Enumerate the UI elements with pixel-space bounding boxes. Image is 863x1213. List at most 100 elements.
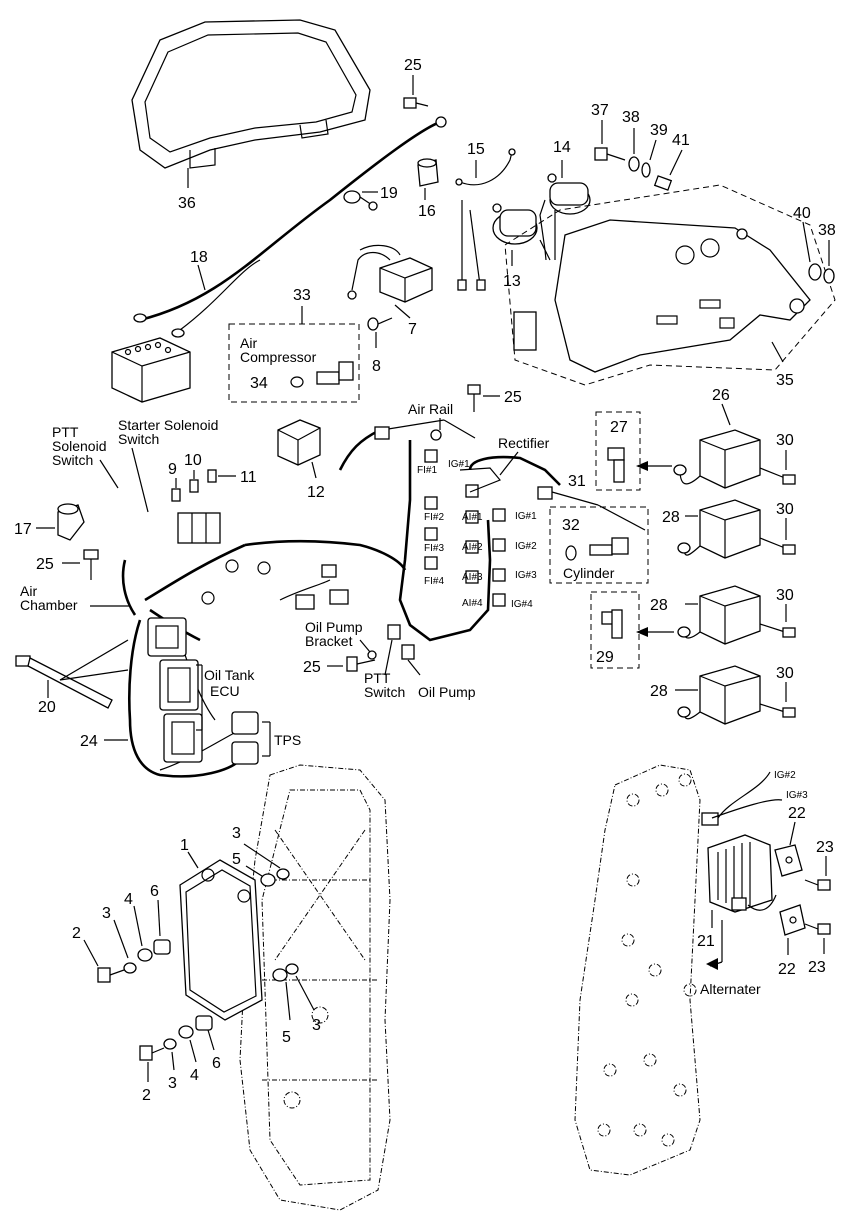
part-number-8: 8 [372,358,381,375]
bolts-30 [759,467,796,718]
label-ptt-solenoid-3: Switch [52,452,93,468]
label-starter-solenoid-2: Switch [118,431,159,447]
ignition-coil-28-a [677,499,761,559]
part-number-2-lower: 2 [142,1087,151,1104]
fitting-29 [601,609,623,639]
part-number-16: 16 [418,203,436,220]
bolt-25-air-rail [467,384,481,412]
part-number-37: 37 [591,102,609,119]
part-number-9: 9 [168,461,177,478]
ignition-coil-26 [673,429,761,489]
part-number-36: 36 [178,195,196,212]
connector-box-29 [590,591,640,669]
label-oil-pump-bracket-1: Oil Pump [305,619,363,635]
label-ptt-solenoid-2: Solenoid [52,438,107,454]
relay-7 [347,244,433,303]
part-number-5-upper: 5 [232,851,241,868]
ignition-coil-28-c [677,665,761,725]
label-air-compressor-2: Compressor [240,349,317,365]
part-number-13: 13 [503,273,521,290]
part-number-2-upper: 2 [72,925,81,942]
wire-15 [459,151,513,186]
cylinder-sensor-box [549,506,649,584]
part-number-6-upper: 6 [150,883,159,900]
part-number-30-b: 30 [776,501,794,518]
label-ai2: AI#2 [462,542,483,553]
label-tps: TPS [274,732,301,748]
label-rectifier: Rectifier [498,435,550,451]
connector-box-27 [595,411,641,491]
part-number-3-right-upper: 3 [232,825,241,842]
part-number-38-right: 38 [818,222,836,239]
part-number-4-lower: 4 [190,1067,199,1084]
label-ig2: IG#2 [515,541,537,552]
part-number-1: 1 [180,837,189,854]
part-number-10: 10 [184,452,202,469]
label-ig2-alternater: IG#2 [774,770,796,781]
part-number-25-left: 25 [36,556,54,573]
bolt-8 [367,317,393,331]
part-number-19: 19 [380,185,398,202]
part-number-28-c: 28 [650,683,668,700]
label-oil-pump-bracket-2: Bracket [305,633,353,649]
label-ai3: AI#3 [462,572,483,583]
label-fi2: FI#2 [424,512,444,523]
label-air-rail: Air Rail [408,401,453,417]
brackets-22 [774,844,806,936]
part-number-14: 14 [553,139,571,156]
injector-ignition-connectors [374,426,553,607]
label-starter-solenoid-1: Starter Solenoid [118,417,218,433]
rubber-boot-17 [57,503,85,541]
washer-38-right [823,268,835,284]
label-ai4: AI#4 [462,598,483,609]
part-number-3-left-lower: 3 [168,1075,177,1092]
cylinder-sensor-32 [589,537,629,556]
bolt-25-oil-pump [346,656,376,672]
part-number-28-a: 28 [662,509,680,526]
part-number-24: 24 [80,733,98,750]
part-number-29: 29 [596,649,614,666]
part-number-33: 33 [293,287,311,304]
battery [111,337,191,403]
part-number-3-right-lower: 3 [312,1017,321,1034]
grommets-5-3 [260,868,299,982]
part-number-4-upper: 4 [124,891,133,908]
sensor-air-compressor [316,361,354,385]
label-alternater: Alternater [700,981,761,997]
part-number-38-top: 38 [622,109,640,126]
label-ptt-switch-2: Switch [364,684,405,700]
grommet-40 [808,263,822,281]
part-number-7: 7 [408,321,417,338]
label-ai1: AI#1 [462,512,483,523]
part-number-30-d: 30 [776,665,794,682]
washer-38 [628,156,640,172]
part-number-41: 41 [672,132,690,149]
label-ig3-alternater: IG#3 [786,790,808,801]
label-ig1-top: IG#1 [448,459,470,470]
part-number-21: 21 [697,933,715,950]
part-number-6-lower: 6 [212,1055,221,1072]
washer-39 [641,162,651,178]
part-number-25-top: 25 [404,57,422,74]
part-number-26: 26 [712,387,730,404]
label-ptt-solenoid-1: PTT [52,424,79,440]
air-compressor-group-33 [228,323,360,403]
part-number-12: 12 [307,484,325,501]
part-number-22-lower: 22 [778,961,796,978]
battery-cable-18 [139,120,441,322]
part-number-23-lower: 23 [808,959,826,976]
part-number-27: 27 [610,419,628,436]
label-ig1: IG#1 [515,511,537,522]
label-oil-tank: Oil Tank [204,667,255,683]
part-number-39: 39 [650,122,668,139]
engine-block-outline-right [574,764,701,1176]
part-number-5-lower: 5 [282,1029,291,1046]
label-fi1: FI#1 [417,465,437,476]
harness-centre-connectors [201,559,349,610]
part-number-31: 31 [568,473,586,490]
part-number-3-left-upper: 3 [102,905,111,922]
part-number-32: 32 [562,517,580,534]
electrical-cover-36 [131,19,371,169]
starter-solenoid-14 [539,173,591,261]
